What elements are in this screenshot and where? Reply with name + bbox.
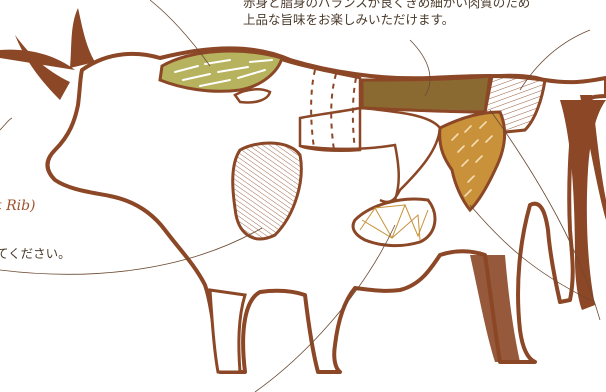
horn-left-icon — [15, 35, 70, 100]
cut-rib-section — [281, 58, 362, 153]
cut-description-left: てください。 — [0, 246, 71, 261]
round-texture — [451, 121, 493, 197]
front-leg — [208, 288, 247, 374]
cut-shank — [231, 141, 303, 241]
cut-shoulder-outline — [233, 88, 272, 104]
horn-top-icon — [70, 8, 95, 68]
rear-leg-1 — [470, 255, 520, 362]
cut-flank-outline — [361, 106, 442, 204]
description-line-2: 上品な旨味をお楽しみいただけます。 — [243, 12, 455, 27]
marbling-lines — [174, 59, 273, 87]
rear-leg-2 — [560, 100, 606, 310]
cut-brisket-outline — [299, 143, 400, 201]
cut-name-english: t Rib) — [0, 198, 36, 214]
rib-dashes — [310, 69, 357, 151]
ear-icon — [0, 49, 75, 70]
tail-icon — [580, 95, 606, 220]
description-line-1: 赤身と脂身のバランスが良くきめ細かい肉質のため — [243, 0, 531, 10]
description-text-top: 赤身と脂身のバランスが良くきめ細かい肉質のため 上品な旨味をお楽しみいただけます… — [243, 0, 530, 28]
plate-net — [359, 203, 429, 241]
